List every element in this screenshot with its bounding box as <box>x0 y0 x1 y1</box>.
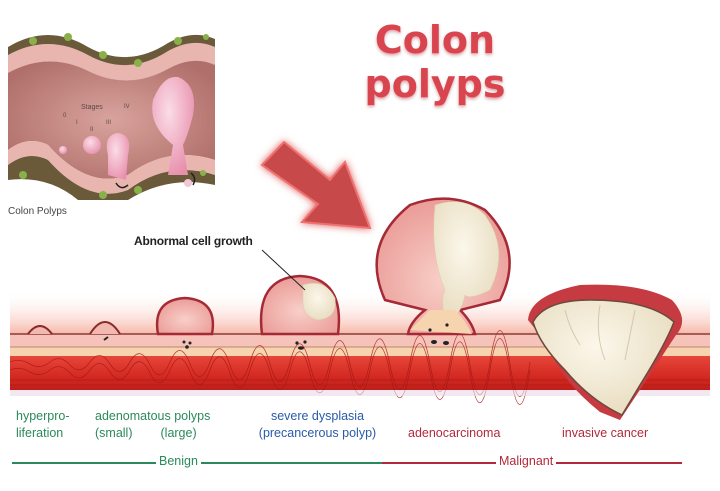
inset-stage-1: I <box>76 120 78 126</box>
stage-label-line: (precancerous polyp) <box>258 426 377 440</box>
abnormal-cell-growth-callout: Abnormal cell growth <box>134 234 253 248</box>
malignant-label: Malignant <box>496 454 557 468</box>
stage-label-line: hyperpro- <box>16 409 70 423</box>
benign-label: Benign <box>156 454 201 468</box>
inset-stage-3: III <box>106 120 112 126</box>
inset-stage-4: IV <box>124 104 130 110</box>
stage-label-severe-dysplasia: severe dysplasia (precancerous polyp) <box>250 408 385 442</box>
stage-label-line: liferation <box>16 426 64 440</box>
stage-label-invasive-cancer: invasive cancer <box>562 426 649 440</box>
stage-label-adenocarcinoma: adenocarcinoma <box>408 426 501 440</box>
inset-stage-0: 0 <box>63 113 67 119</box>
inset-stage-2: II <box>90 127 94 133</box>
stage-label-small: (small) <box>95 426 133 440</box>
page-title: Colon polyps <box>364 18 506 106</box>
stage-label-line: severe dysplasia <box>270 409 365 423</box>
inset-colon-illustration <box>8 33 215 200</box>
stage-label-line: adenomatous polyps <box>95 409 211 423</box>
inset-caption: Colon Polyps <box>8 206 67 217</box>
inset-stages-label: Stages <box>81 104 103 111</box>
stage-label-hyperproliferation: hyperpro- liferation <box>16 408 70 442</box>
arrow-icon <box>260 140 372 230</box>
stage-label-adenomatous-polyps: adenomatous polyps (small) (large) <box>95 408 210 442</box>
polyp-progression-diagram <box>9 140 710 420</box>
stage-label-large: (large) <box>160 426 197 440</box>
